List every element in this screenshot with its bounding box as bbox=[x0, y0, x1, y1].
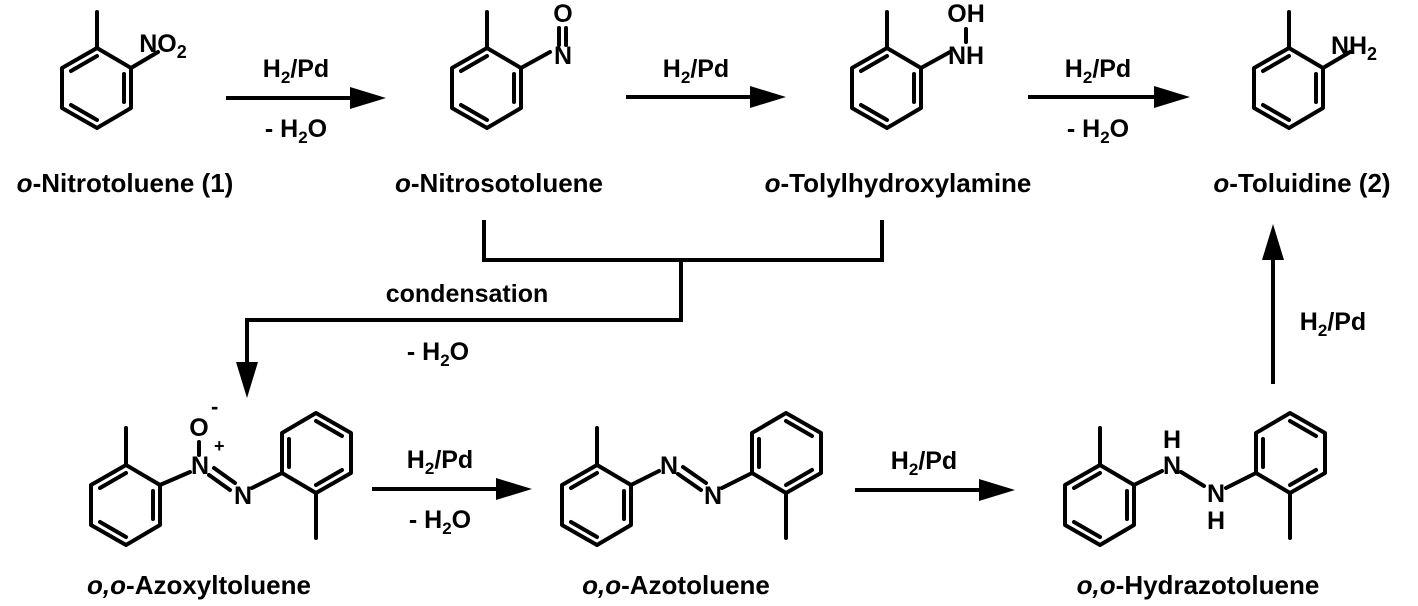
reagent-water-1: - H2O bbox=[265, 115, 327, 147]
azoxy-n-label: N bbox=[234, 482, 252, 510]
reagent-h2pd-5: H2/Pd bbox=[891, 447, 957, 479]
reagent-h2pd-1: H2/Pd bbox=[263, 55, 329, 87]
reagent-water-condensation: - H2O bbox=[407, 338, 469, 370]
azoxy-minus-charge: - bbox=[211, 394, 218, 419]
reagent-h2pd-3: H2/Pd bbox=[1065, 55, 1131, 87]
azotoluene-structure: N N bbox=[560, 411, 823, 547]
nitrotoluene-name: o-Nitrotoluene (1) bbox=[17, 168, 234, 198]
azotoluene-name: o,o-Azotoluene bbox=[582, 570, 770, 600]
reagent-water-3: - H2O bbox=[1067, 115, 1129, 147]
reagent-water-4: - H2O bbox=[409, 506, 471, 538]
toluidine-name: o-Toluidine (2) bbox=[1213, 168, 1390, 198]
arrow-nitroso-to-hydroxylamine bbox=[626, 86, 786, 108]
reagent-h2pd-6: H2/Pd bbox=[1300, 308, 1366, 340]
nitrosotoluene-name: o-Nitrosotoluene bbox=[395, 168, 603, 198]
nitrotoluene-structure: NO2 bbox=[60, 10, 187, 130]
azoxy-o-minus-label: O bbox=[189, 414, 208, 442]
tolylhydroxylamine-structure: NH OH bbox=[850, 0, 985, 130]
azoxytoluene-name: o,o-Azoxyltoluene bbox=[87, 570, 311, 600]
hydrazo-h1-label: H bbox=[1163, 426, 1181, 454]
arrow-azo-to-hydrazo bbox=[855, 479, 1015, 501]
nitro-group-label: NO2 bbox=[139, 30, 187, 62]
reagent-condensation: condensation bbox=[386, 280, 549, 308]
amino-group-label: NH2 bbox=[1331, 32, 1377, 64]
azoxy-n-plus-label: N bbox=[191, 452, 209, 480]
nitroso-n-label: N bbox=[554, 42, 572, 70]
hydrazotoluene-name: o,o-Hydrazotoluene bbox=[1077, 570, 1320, 600]
toluidine-structure: NH2 bbox=[1252, 10, 1377, 130]
reagent-h2pd-4: H2/Pd bbox=[407, 446, 473, 478]
azo-n2-label: N bbox=[704, 482, 722, 510]
hydrazo-h2-label: H bbox=[1207, 507, 1225, 535]
reagent-h2pd-2: H2/Pd bbox=[663, 55, 729, 87]
arrow-hydrazo-to-toluidine bbox=[1262, 224, 1284, 384]
hydrazo-n2-label: N bbox=[1207, 480, 1225, 508]
arrow-nitro-to-nitroso bbox=[226, 87, 386, 109]
azoxytoluene-structure: N + O - N bbox=[89, 394, 353, 547]
nitrosotoluene-structure: N O bbox=[450, 0, 573, 130]
condensation-bracket bbox=[236, 220, 884, 398]
nitroso-o-label: O bbox=[553, 0, 572, 28]
hydrazo-n1-label: N bbox=[1163, 452, 1181, 480]
azoxy-plus-charge: + bbox=[214, 436, 225, 456]
hydrazotoluene-structure: N H N H bbox=[1063, 411, 1327, 547]
azo-n1-label: N bbox=[660, 452, 678, 480]
hydroxylamine-oh-label: OH bbox=[947, 0, 985, 28]
arrow-azoxy-to-azo bbox=[372, 478, 532, 500]
hydroxylamine-nh-label: NH bbox=[948, 42, 984, 70]
arrow-hydroxylamine-to-toluidine bbox=[1028, 86, 1190, 108]
tolylhydroxylamine-name: o-Tolylhydroxylamine bbox=[765, 168, 1032, 198]
